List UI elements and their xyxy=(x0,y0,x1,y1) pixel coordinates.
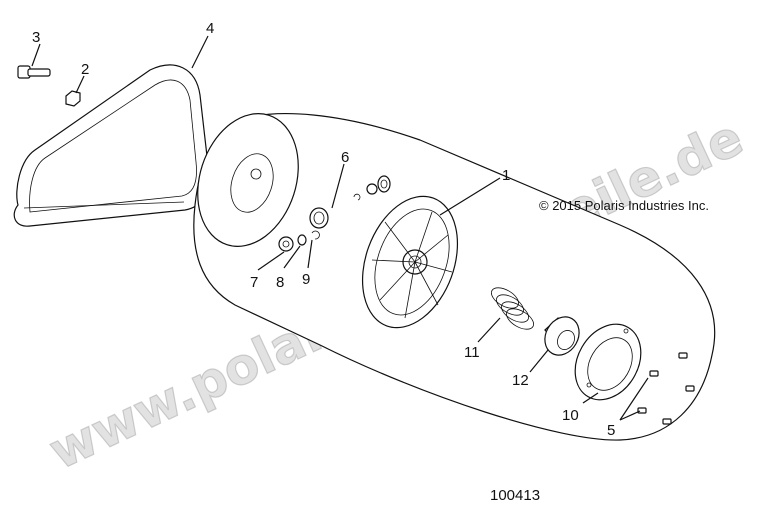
cover-plate-part xyxy=(574,323,642,401)
washer-part xyxy=(309,207,329,229)
clip-part xyxy=(311,230,320,240)
callout-4: 4 xyxy=(206,20,214,37)
callout-9: 9 xyxy=(302,271,310,288)
spacer-parts xyxy=(353,175,391,201)
leader-lines xyxy=(31,35,649,421)
callout-7: 7 xyxy=(250,274,258,291)
callout-10: 10 xyxy=(562,407,579,424)
moving-sheave-part xyxy=(361,195,459,329)
callout-3: 3 xyxy=(32,29,40,46)
screw-parts xyxy=(637,352,695,425)
callout-6: 6 xyxy=(341,149,349,166)
stationary-sheave-part xyxy=(197,113,299,247)
callout-2: 2 xyxy=(81,61,89,78)
bolt-part xyxy=(17,65,51,79)
drive-belt-part xyxy=(13,64,210,227)
callout-11: 11 xyxy=(464,344,480,361)
callout-1: 1 xyxy=(502,167,510,184)
callout-8: 8 xyxy=(276,274,284,291)
spring-part xyxy=(491,287,534,330)
copyright-text: © 2015 Polaris Industries Inc. xyxy=(539,198,709,213)
nut-part xyxy=(65,90,81,107)
roller-part xyxy=(278,236,294,252)
document-number: 100413 xyxy=(490,487,540,504)
clutch-bushing-part xyxy=(544,316,580,356)
bushing-part xyxy=(297,234,307,246)
callout-5: 5 xyxy=(607,422,615,439)
callout-12: 12 xyxy=(512,372,529,389)
